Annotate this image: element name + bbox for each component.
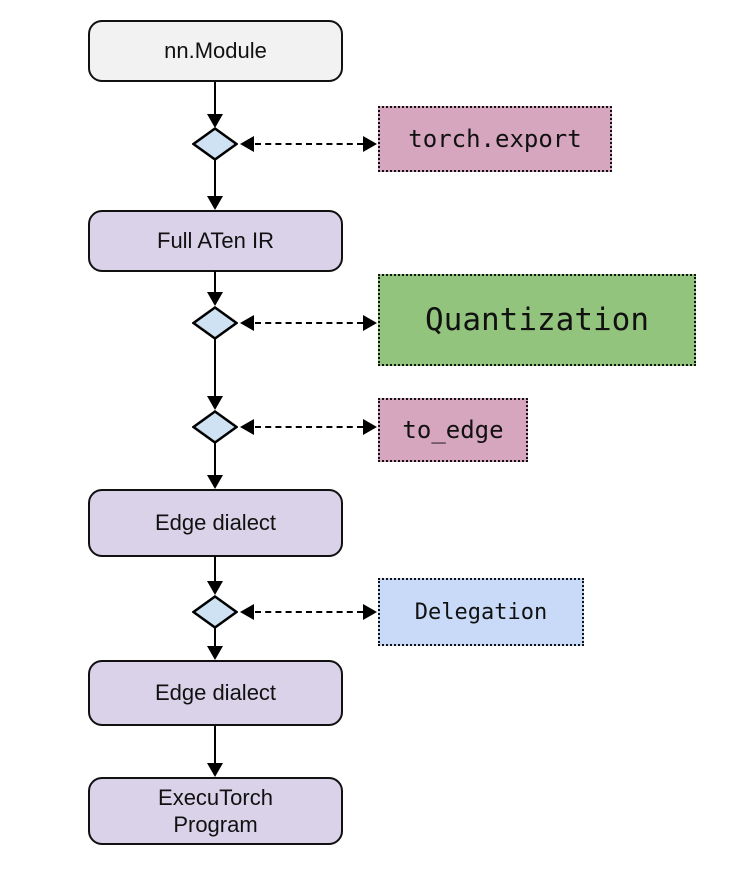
dashed-arrow-head-right-2 [363, 315, 377, 331]
arrow-line-7 [214, 628, 216, 647]
dashed-arrow-head-right-1 [363, 136, 377, 152]
node-edge-dialect-1: Edge dialect [88, 489, 343, 557]
node-quantization: Quantization [378, 274, 696, 366]
dashed-arrow-line-4 [255, 611, 363, 613]
arrow-line-1 [214, 82, 216, 115]
node-torch-export: torch.export [378, 106, 612, 172]
arrow-line-8 [214, 726, 216, 764]
arrow-head-down-6 [207, 581, 223, 595]
diamond-shape [192, 306, 238, 340]
decision-diamond-to-edge [192, 410, 238, 444]
arrow-line-3 [214, 271, 216, 293]
node-executorch-program-label: ExecuTorch Program [158, 784, 273, 838]
node-full-aten-ir-label: Full ATen IR [157, 228, 274, 254]
dashed-arrow-head-right-3 [363, 419, 377, 435]
node-full-aten-ir: Full ATen IR [88, 210, 343, 272]
dashed-arrow-head-right-4 [363, 604, 377, 620]
arrow-line-6 [214, 556, 216, 582]
arrow-head-down-8 [207, 763, 223, 777]
arrow-head-down-1 [207, 114, 223, 128]
decision-diamond-export [192, 127, 238, 161]
dashed-arrow-head-left-3 [240, 419, 254, 435]
arrow-head-down-2 [207, 196, 223, 210]
node-edge-dialect-1-label: Edge dialect [154, 510, 277, 536]
arrow-head-down-4 [207, 396, 223, 410]
node-edge-dialect-2-label: Edge dialect [154, 680, 277, 706]
dashed-arrow-line-3 [255, 426, 363, 428]
node-delegation-label: Delegation [414, 599, 548, 625]
node-quantization-label: Quantization [425, 302, 649, 338]
dashed-arrow-line-2 [255, 322, 363, 324]
arrow-line-2 [214, 160, 216, 197]
dashed-arrow-head-left-4 [240, 604, 254, 620]
decision-diamond-delegation [192, 595, 238, 629]
dashed-arrow-head-left-2 [240, 315, 254, 331]
node-delegation: Delegation [378, 578, 584, 646]
dashed-arrow-head-left-1 [240, 136, 254, 152]
node-nn-module-label: nn.Module [164, 38, 267, 64]
diamond-shape [192, 595, 238, 629]
dashed-arrow-line-1 [255, 143, 363, 145]
arrow-head-down-5 [207, 475, 223, 489]
node-executorch-program: ExecuTorch Program [88, 777, 343, 845]
arrow-head-down-7 [207, 646, 223, 660]
diamond-shape [192, 410, 238, 444]
node-nn-module: nn.Module [88, 20, 343, 82]
node-torch-export-label: torch.export [408, 125, 582, 153]
arrow-line-5 [214, 443, 216, 476]
node-to-edge: to_edge [378, 398, 528, 462]
node-to-edge-label: to_edge [402, 416, 504, 444]
decision-diamond-quantization [192, 306, 238, 340]
diamond-shape [192, 127, 238, 161]
arrow-line-4 [214, 339, 216, 397]
node-edge-dialect-2: Edge dialect [88, 660, 343, 726]
arrow-head-down-3 [207, 292, 223, 306]
